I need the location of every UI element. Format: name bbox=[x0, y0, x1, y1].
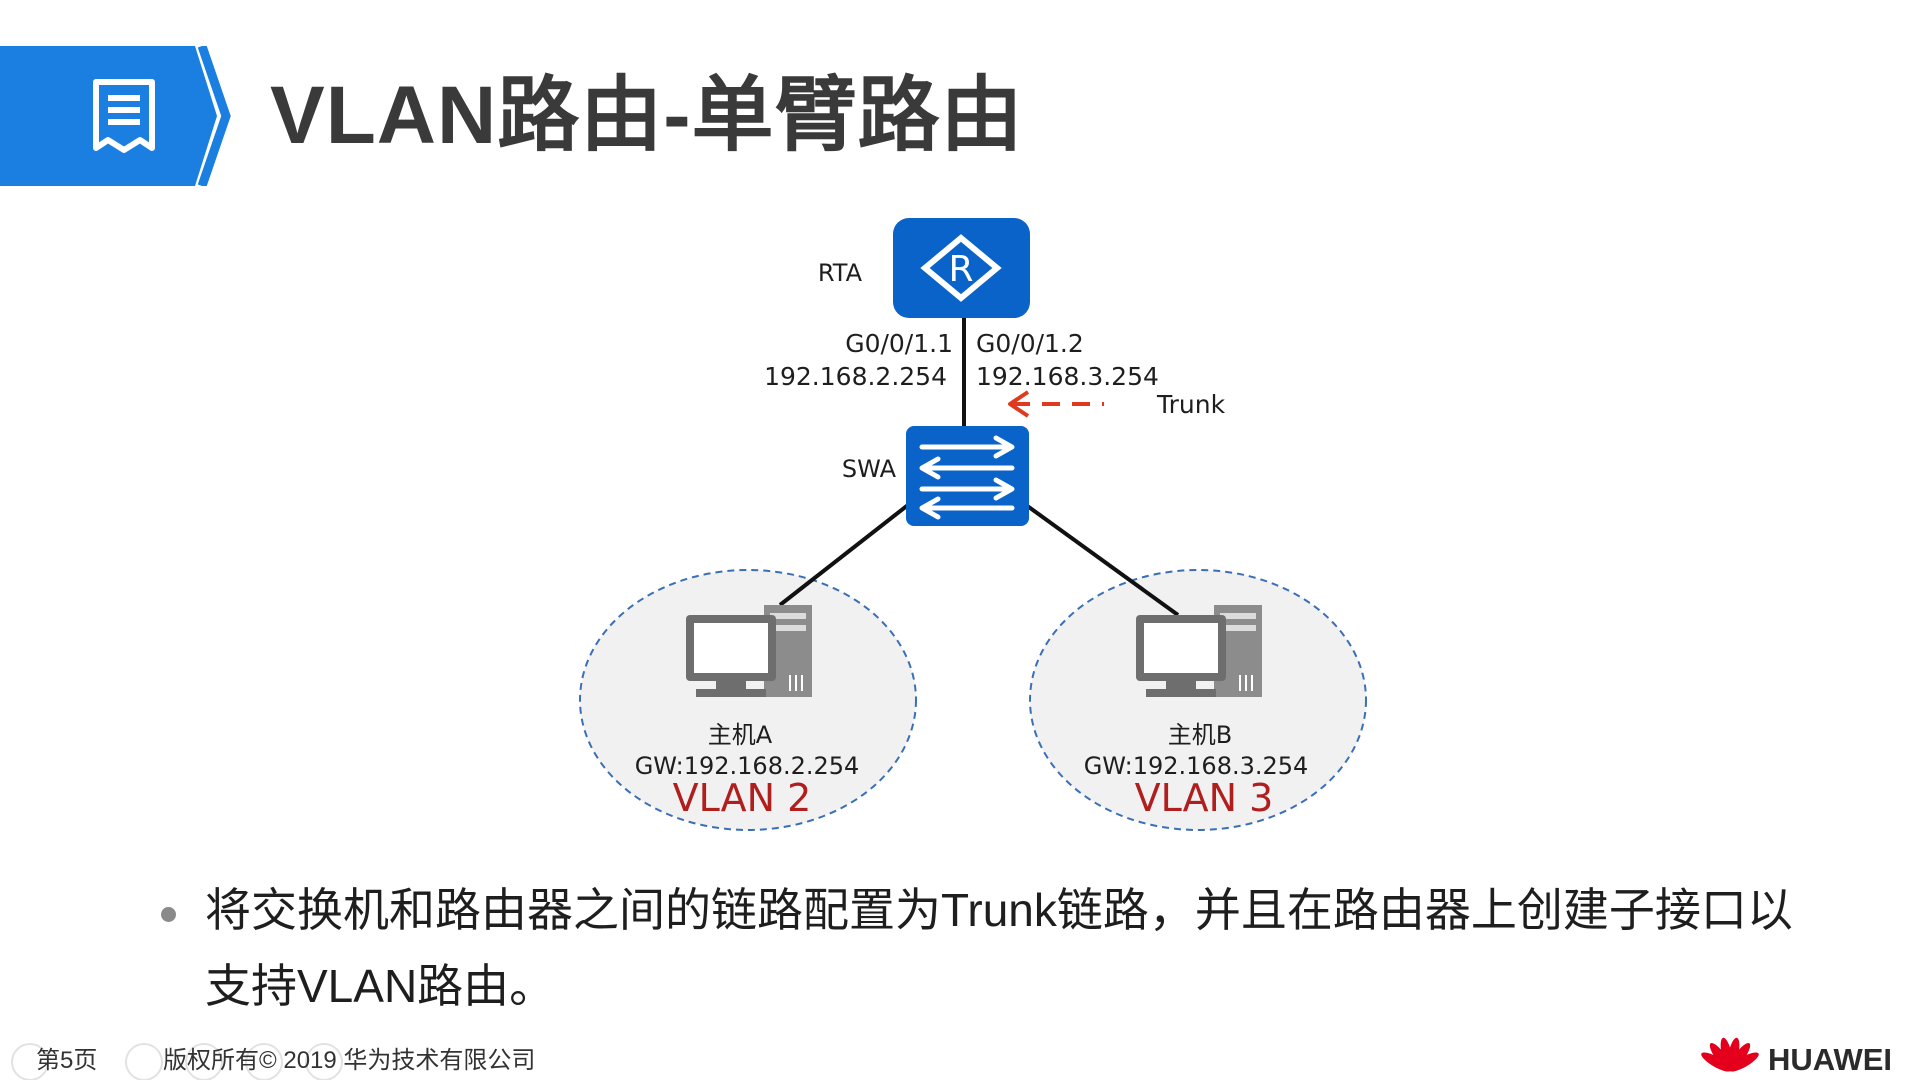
switch-label: SWA bbox=[842, 455, 897, 483]
vlan3-area bbox=[1029, 569, 1367, 831]
trunk-arrow-icon bbox=[1008, 390, 1104, 418]
hostA-name: 主机A bbox=[708, 721, 773, 749]
computer-icon bbox=[1136, 605, 1262, 697]
banner-chevron bbox=[197, 46, 231, 186]
interface-label-2-ip: 192.168.3.254 bbox=[976, 362, 1159, 391]
bullet-text: 将交换机和路由器之间的链路配置为Trunk链路，并且在路由器上创建子接口以支持V… bbox=[205, 884, 1793, 1012]
more-options-icon[interactable] bbox=[305, 1043, 343, 1080]
interface-label-1-ip: 192.168.2.254 bbox=[764, 362, 947, 391]
hostB-vlan: VLAN 3 bbox=[1135, 776, 1274, 820]
document-icon bbox=[93, 79, 155, 153]
pen-tool-icon[interactable] bbox=[125, 1043, 163, 1080]
bullet-dot bbox=[161, 907, 176, 922]
computer-icon bbox=[686, 605, 812, 697]
hostA-gateway: GW:192.168.2.254 bbox=[635, 752, 860, 780]
svg-text:R: R bbox=[948, 249, 973, 290]
hostB-gateway: GW:192.168.3.254 bbox=[1084, 752, 1309, 780]
banner-blue-block bbox=[0, 46, 217, 186]
title-banner bbox=[0, 46, 231, 186]
zoom-icon[interactable] bbox=[245, 1043, 283, 1080]
router-icon: R bbox=[893, 218, 1030, 318]
trunk-label: Trunk bbox=[1156, 390, 1226, 419]
copyright-text: 版权所有© 2019 华为技术有限公司 bbox=[163, 1047, 536, 1074]
link-switch-hostA bbox=[778, 503, 910, 607]
slide-nav-controls bbox=[11, 1043, 343, 1080]
switch-icon bbox=[906, 426, 1029, 526]
hostB-name: 主机B bbox=[1168, 721, 1232, 749]
router-label: RTA bbox=[818, 259, 863, 287]
hostA-vlan: VLAN 2 bbox=[673, 776, 812, 820]
slides-overview-icon[interactable] bbox=[185, 1043, 223, 1080]
huawei-logo: HUAWEI bbox=[1701, 1037, 1892, 1077]
link-switch-hostB bbox=[1024, 503, 1180, 617]
page-number: 第5页 bbox=[36, 1047, 98, 1074]
interface-label-1-port: G0/0/1.1 bbox=[845, 329, 953, 358]
page-title: VLAN路由-单臂路由 bbox=[270, 70, 1024, 161]
huawei-flower-icon bbox=[1701, 1037, 1759, 1072]
prev-slide-icon[interactable] bbox=[11, 1043, 49, 1080]
interface-label-2-port: G0/0/1.2 bbox=[976, 329, 1084, 358]
vlan2-area bbox=[579, 569, 917, 831]
huawei-wordmark: HUAWEI bbox=[1768, 1042, 1892, 1077]
